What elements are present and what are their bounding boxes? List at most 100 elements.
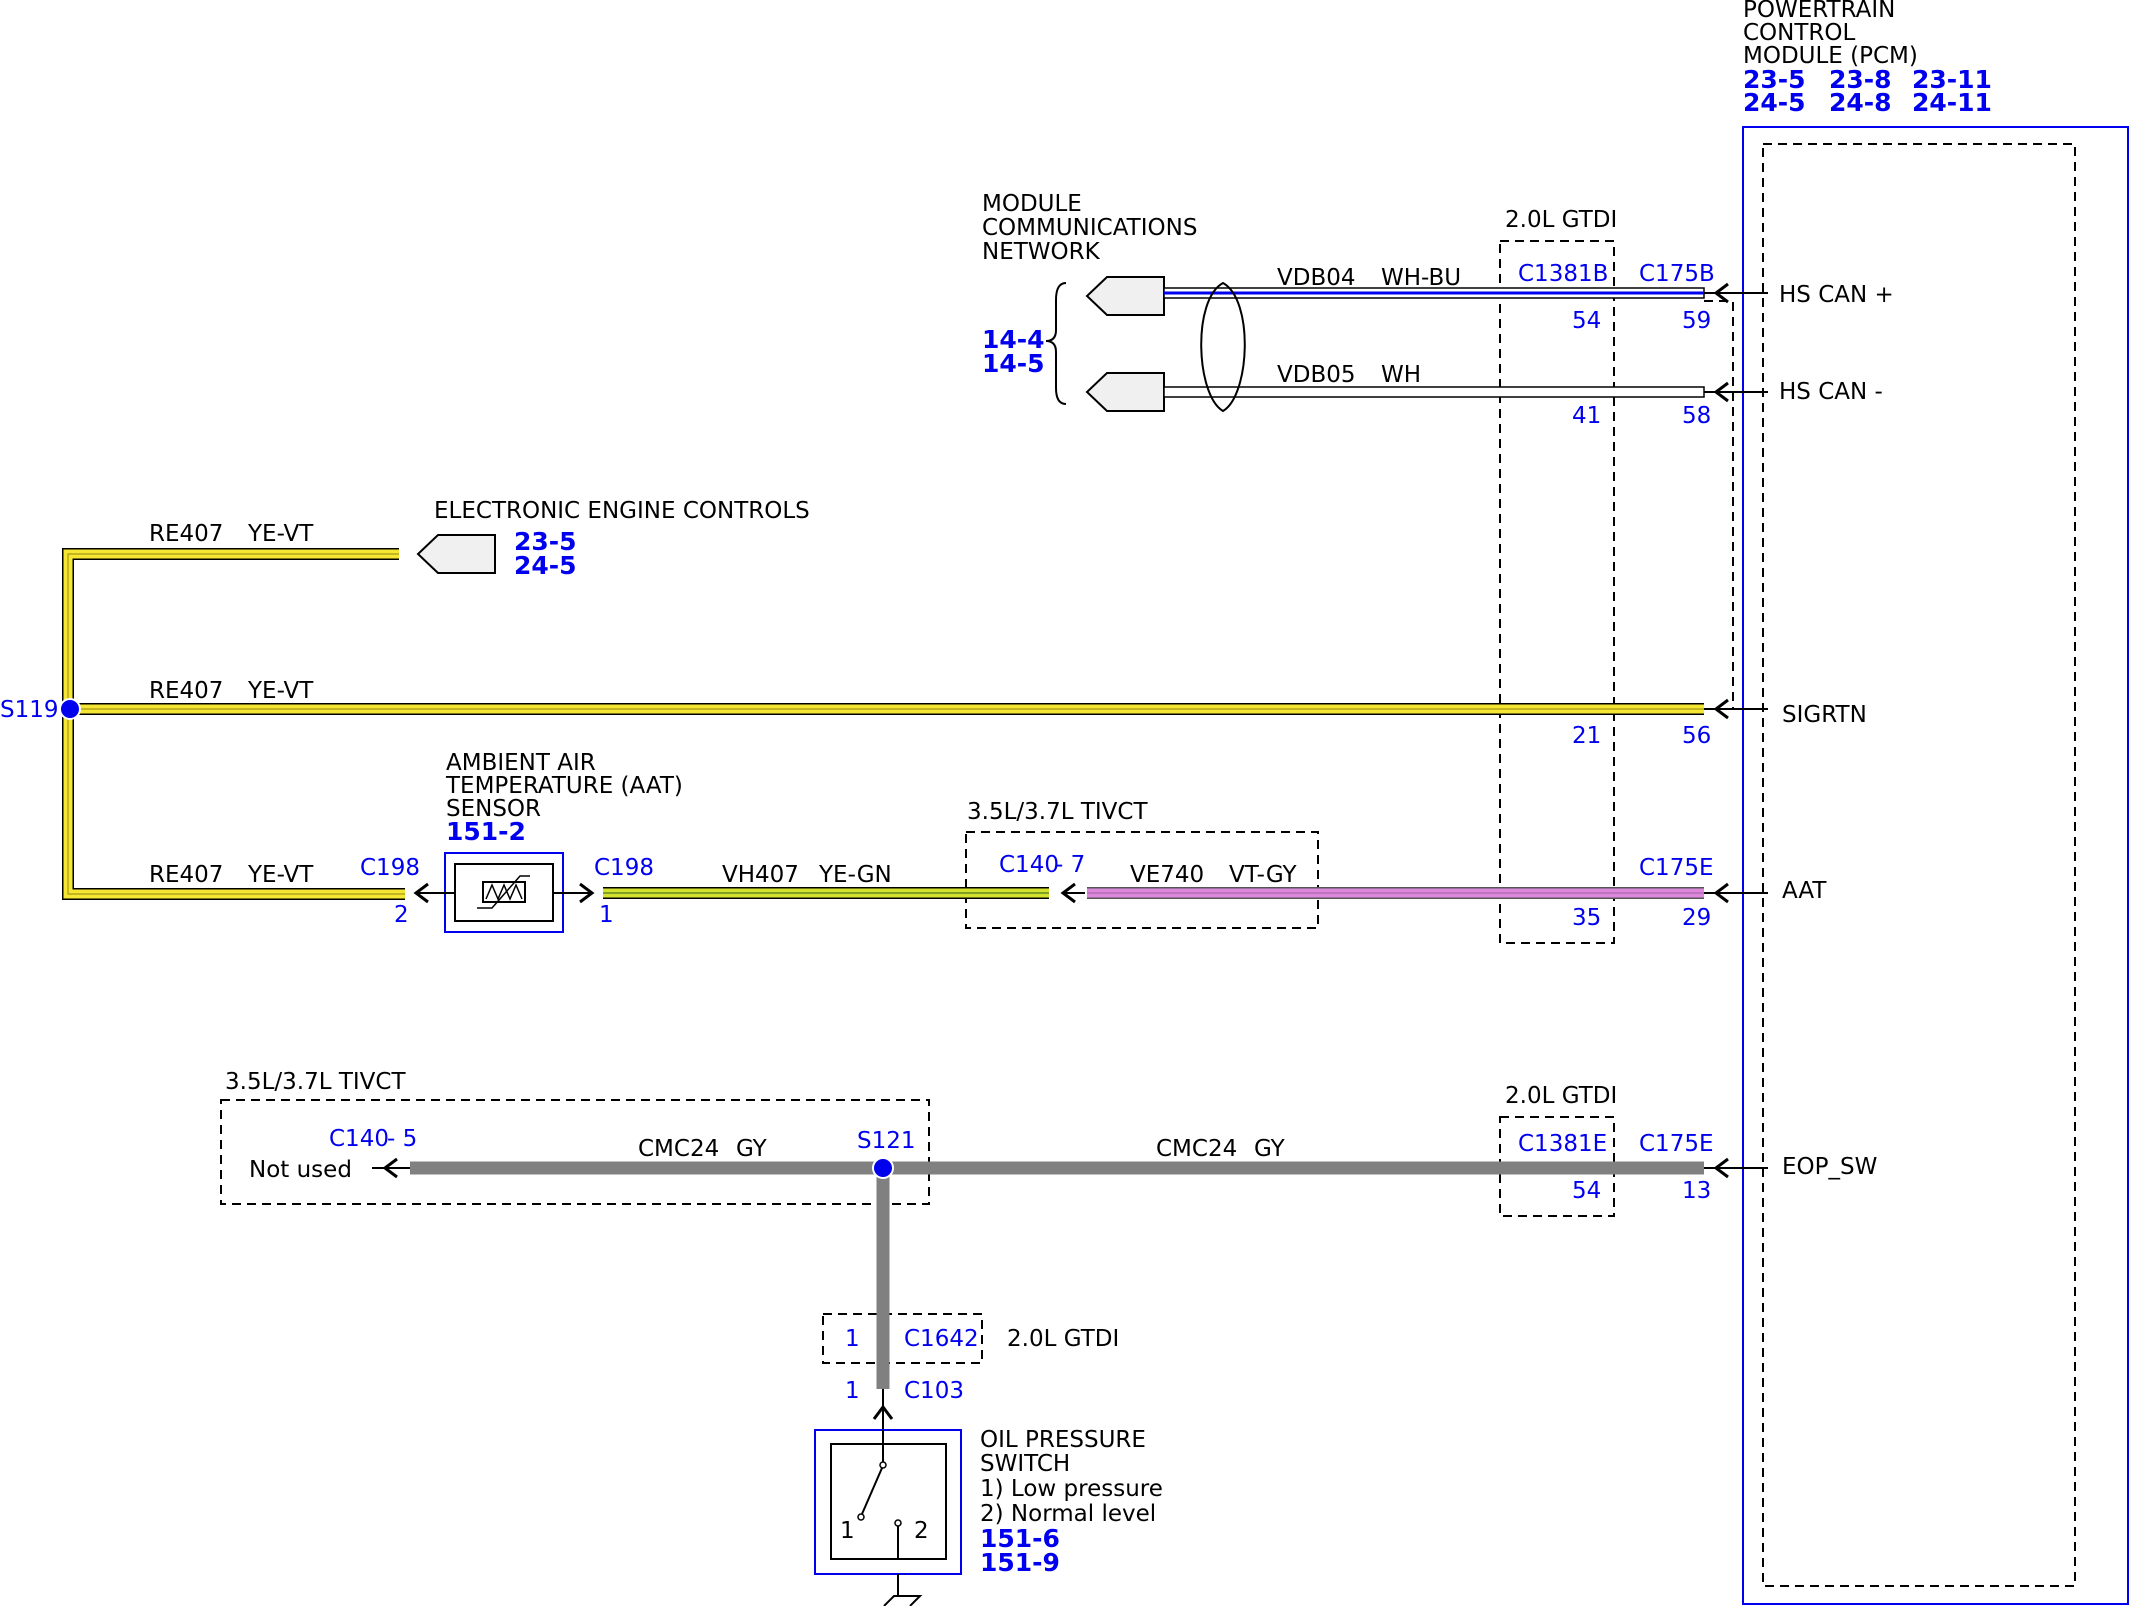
module-communications-network: MODULE COMMUNICATIONS NETWORK 14-4 14-5 [982, 191, 1197, 412]
chevron-left-icon [413, 882, 429, 904]
tivct-label: 3.5L/3.7L TIVCT [225, 1069, 406, 1095]
pin-number: 1 [845, 1378, 860, 1404]
wire-label: GY [736, 1136, 768, 1162]
connector-label: C175E [1639, 855, 1714, 881]
connector-label: C140 [999, 852, 1059, 878]
option-boxes: 2.0L GTDI 2.0L GTDI 3.5L/3.7L TIVCT 3.5L… [220, 207, 1617, 1364]
wire-label: GY [1254, 1136, 1286, 1162]
mcn-title-3: NETWORK [982, 239, 1101, 265]
pin-number: - 5 [387, 1126, 417, 1152]
chevron-left-icon [1713, 698, 1729, 720]
tivct-box-c140-5 [220, 1099, 930, 1205]
splice-s121[interactable] [872, 1157, 894, 1179]
splice-label: S121 [857, 1128, 916, 1154]
oil-switch-pivot [879, 1461, 887, 1469]
pin-number: 2 [394, 902, 409, 928]
pcm-ref[interactable]: 24-8 [1829, 88, 1892, 117]
wire-re407[interactable]: RE407 YE-VT RE407 YE-VT RE407 YE-VT [62, 521, 1704, 900]
gtdi-box-c1642 [822, 1313, 983, 1364]
thermistor-zigzag-icon [485, 883, 523, 901]
ground-icon [883, 1595, 923, 1606]
aat-sensor[interactable]: AMBIENT AIR TEMPERATURE (AAT) SENSOR 151… [413, 750, 683, 933]
oil-switch-inner-box [830, 1443, 947, 1560]
oil-switch-blade [861, 1467, 883, 1515]
mcn-title-1: MODULE [982, 191, 1082, 217]
pin-number: - 7 [1055, 852, 1085, 878]
pcm-title-2: CONTROL [1743, 20, 1856, 46]
gtdi-label: 2.0L GTDI [1505, 207, 1617, 233]
wire-ve740[interactable]: VE740 VT-GY [1087, 862, 1704, 899]
oil-pressure-switch[interactable]: 1 2 [814, 1429, 962, 1606]
wire-label: CMC24 [638, 1136, 719, 1162]
oil-switch-contact-2 [894, 1519, 902, 1527]
pin-number: 1 [599, 902, 614, 928]
chevron-left-icon [1713, 1157, 1729, 1179]
pcm-ref[interactable]: 24-11 [1912, 88, 1992, 117]
wire-vdb05[interactable]: VDB05 WH [1163, 362, 1705, 398]
wire-label: VT-GY [1229, 862, 1297, 888]
connector-label: C1381E [1518, 1131, 1607, 1157]
pin-number: 54 [1572, 308, 1601, 334]
pin-number: 58 [1682, 403, 1711, 429]
pin-number: 29 [1682, 905, 1711, 931]
pcm-pin-eop-sw: EOP_SW [1782, 1154, 1877, 1180]
wire-label: YE-VT [247, 678, 314, 704]
eec-ref[interactable]: 23-5 [514, 527, 577, 556]
pin-number: 59 [1682, 308, 1711, 334]
pin-number: 41 [1572, 403, 1601, 429]
pin-number: 21 [1572, 723, 1601, 749]
wire-re407-outline [62, 548, 405, 900]
mcn-title-2: COMMUNICATIONS [982, 215, 1197, 241]
gtdi-box-c1381b [1499, 240, 1615, 944]
connector-label: C175B [1639, 261, 1715, 287]
aat-title-1: AMBIENT AIR [446, 750, 596, 776]
wire-label: RE407 [149, 521, 223, 547]
wire-vdb05-body[interactable] [1163, 386, 1705, 398]
pcm-ref[interactable]: 23-5 [1743, 65, 1806, 94]
chevron-left-icon [1713, 282, 1729, 304]
wire-label: VE740 [1130, 862, 1204, 888]
thermistor-slash-icon [477, 875, 530, 909]
aat-ref[interactable]: 151-2 [446, 817, 526, 846]
thermistor-icon [482, 881, 526, 903]
pcm-inner-box [1762, 143, 2076, 1587]
pcm-pin-hs-can-plus: HS CAN + [1779, 282, 1894, 308]
oil-switch-ref[interactable]: 151-6 [980, 1524, 1060, 1553]
mcn-ref[interactable]: 14-5 [982, 349, 1045, 378]
wire-cmc24[interactable]: CMC24 GY CMC24 GY [410, 1136, 1704, 1389]
chevron-up-icon [872, 1404, 894, 1420]
pcm-pin-aat: AAT [1782, 878, 1827, 904]
wire-label: VDB05 [1277, 362, 1356, 388]
contact-label: 2 [914, 1518, 929, 1544]
wire-vh407[interactable]: VH407 YE-GN [603, 862, 1049, 899]
wire-label: YE-GN [818, 862, 892, 888]
pcm-ref[interactable]: 24-5 [1743, 88, 1806, 117]
pcm-ref[interactable]: 23-11 [1912, 65, 1992, 94]
wire-vdb04[interactable]: VDB04 WH-BU [1163, 265, 1705, 299]
wire-label: WH [1381, 362, 1421, 388]
pcm-module: POWERTRAIN CONTROL MODULE (PCM) 23-5 24-… [1742, 0, 2129, 1605]
mcn-ref[interactable]: 14-4 [982, 325, 1045, 354]
oil-switch-ref[interactable]: 151-9 [980, 1548, 1060, 1577]
chevron-left-icon [1713, 381, 1729, 403]
wire-label: YE-VT [247, 862, 314, 888]
connector-label: C1642 [904, 1326, 979, 1352]
not-used-label: Not used [249, 1157, 352, 1183]
pin-number: 13 [1682, 1178, 1711, 1204]
oil-switch-outer-box [814, 1429, 962, 1575]
connector-label: C1381B [1518, 261, 1608, 287]
wire-re407-body[interactable] [63, 549, 405, 899]
wire-label: WH-BU [1381, 265, 1461, 291]
eec-ref[interactable]: 24-5 [514, 551, 577, 580]
splice-s119[interactable] [59, 698, 81, 720]
mcn-brace [1045, 282, 1067, 405]
oil-switch-contact-1 [857, 1513, 865, 1521]
pcm-pin-sigrtn: SIGRTN [1782, 702, 1867, 728]
eec-title: ELECTRONIC ENGINE CONTROLS [434, 498, 810, 524]
chevron-right-icon [579, 882, 595, 904]
contact-label: 1 [840, 1518, 855, 1544]
wire-label: VH407 [722, 862, 799, 888]
mcn-connector-can-minus [1085, 372, 1165, 412]
pcm-ref[interactable]: 23-8 [1829, 65, 1892, 94]
